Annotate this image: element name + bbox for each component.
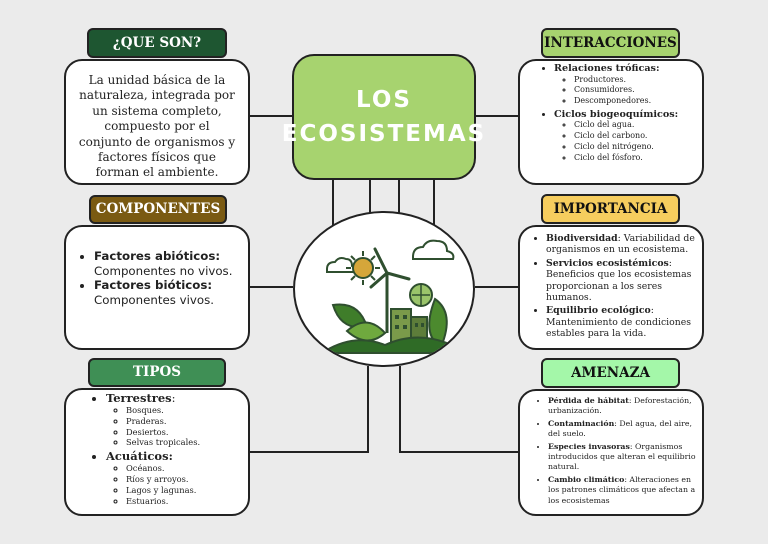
- amenaza-label: AMENAZA: [541, 358, 680, 388]
- que-son-box: La unidad básica de la naturaleza, integ…: [64, 59, 250, 185]
- list-item: Ciclo del nitrógeno.: [574, 142, 696, 153]
- list-item: Pérdida de hábitat: Deforestación, urban…: [548, 396, 696, 417]
- que-son-text: La unidad básica de la naturaleza, integ…: [78, 73, 236, 180]
- list-item: Consumidores.: [574, 85, 696, 96]
- eco-city-icon: [324, 239, 461, 354]
- list-item: Servicios ecosistémicos: Beneficios que …: [546, 258, 696, 304]
- list-item: Contaminación: Del agua, del aire, del s…: [548, 419, 696, 440]
- list-item: Selvas tropicales.: [126, 437, 242, 448]
- main-title-line2: ECOSISTEMAS: [281, 121, 487, 147]
- list-item: Factores bióticos:Componentes vivos.: [94, 278, 238, 307]
- amenaza-box: Pérdida de hábitat: Deforestación, urban…: [518, 389, 704, 516]
- que-son-label: ¿QUE SON?: [87, 28, 227, 58]
- tipos-box: Terrestres: Bosques. Praderas. Desiertos…: [64, 388, 250, 516]
- list-item: Acuáticos: Océanos. Ríos y arroyos. Lago…: [106, 450, 242, 506]
- list-item: Especies invasoras: Organismos introduci…: [548, 442, 696, 473]
- list-item: Ciclo del fósforo.: [574, 153, 696, 164]
- list-item: Praderas.: [126, 416, 242, 427]
- list-item: Equilibrio ecológico: Mantenimiento de c…: [546, 305, 696, 339]
- list-item: Terrestres: Bosques. Praderas. Desiertos…: [106, 392, 242, 448]
- list-item: Cambio climático: Alteraciones en los pa…: [548, 475, 696, 506]
- list-item: Ciclo del carbono.: [574, 131, 696, 142]
- list-item: Océanos.: [126, 463, 242, 474]
- componentes-box: Factores abióticos:Componentes no vivos.…: [64, 225, 250, 350]
- list-item: Relaciones tróficas: Productores. Consum…: [554, 63, 696, 107]
- list-item: Productores.: [574, 75, 696, 86]
- importancia-label: IMPORTANCIA: [541, 194, 680, 224]
- tipos-label: TIPOS: [88, 358, 226, 387]
- interacciones-box: Relaciones tróficas: Productores. Consum…: [518, 59, 704, 185]
- list-item: Biodiversidad: Variabilidad de organismo…: [546, 233, 696, 256]
- list-item: Ríos y arroyos.: [126, 474, 242, 485]
- main-title-line1: LOS: [356, 87, 412, 113]
- list-item: Estuarios.: [126, 496, 242, 507]
- componentes-label: COMPONENTES: [89, 195, 227, 224]
- list-item: Ciclo del agua.: [574, 120, 696, 131]
- list-item: Bosques.: [126, 405, 242, 416]
- list-item: Ciclos biogeoquímicos: Ciclo del agua. C…: [554, 109, 696, 164]
- main-title-box: LOS ECOSISTEMAS: [282, 54, 484, 180]
- interacciones-label: INTERACCIONES: [541, 28, 680, 58]
- importancia-box: Biodiversidad: Variabilidad de organismo…: [518, 225, 704, 350]
- list-item: Desiertos.: [126, 427, 242, 438]
- list-item: Factores abióticos:Componentes no vivos.: [94, 249, 238, 278]
- ecosystem-illustration: [293, 211, 475, 367]
- list-item: Descomponedores.: [574, 96, 696, 107]
- list-item: Lagos y lagunas.: [126, 485, 242, 496]
